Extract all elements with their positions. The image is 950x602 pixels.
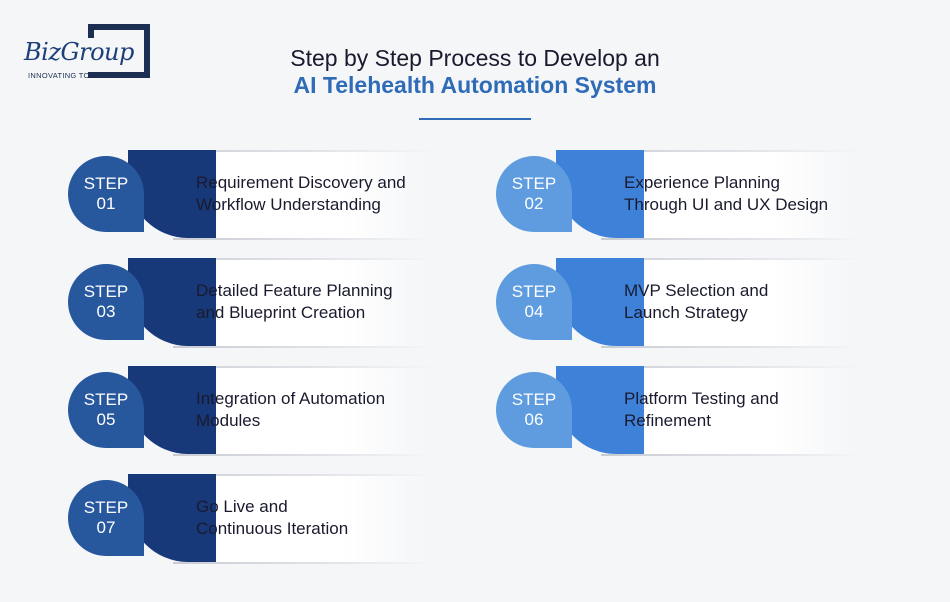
logo-tagline: INNOVATING TOGETHER [28,71,123,80]
step-card-02: STEP 02 Experience Planning Through UI a… [496,150,863,240]
step-badge-word: STEP [83,498,129,517]
step-badge-word: STEP [83,390,129,409]
step-badge-word: STEP [511,174,557,193]
step-label-line1: Requirement Discovery and [196,173,406,192]
step-label: Go Live and Continuous Iteration [196,496,446,540]
step-badge-number: 07 [96,518,116,537]
page-title-line1: Step by Step Process to Develop an [290,45,660,71]
step-label-line1: MVP Selection and [624,281,769,300]
step-badge: STEP 01 [68,156,144,232]
step-label-line1: Integration of Automation [196,389,386,408]
step-badge-word: STEP [511,390,557,409]
logo-name: BizGroup [24,38,136,66]
step-badge-word: STEP [83,174,129,193]
step-badge-number: 04 [524,302,544,321]
bizgroup-logo: BizGroup INNOVATING TOGETHER [22,24,157,84]
step-badge-word: STEP [83,282,129,301]
step-label-line2: Modules [196,411,261,430]
step-card-03: STEP 03 Detailed Feature Planning and Bl… [68,258,435,348]
step-card-04: STEP 04 MVP Selection and Launch Strateg… [496,258,863,348]
title-underline [419,118,531,120]
step-label-line1: Experience Planning [624,173,780,192]
step-badge: STEP 04 [496,264,572,340]
step-label: Integration of Automation Modules [196,388,446,432]
step-label-line1: Detailed Feature Planning [196,281,393,300]
step-badge-number: 02 [524,194,544,213]
step-label: MVP Selection and Launch Strategy [624,280,874,324]
step-label: Requirement Discovery and Workflow Under… [196,172,446,216]
step-label-line2: Workflow Understanding [196,195,381,214]
step-card-07: STEP 07 Go Live and Continuous Iteration [68,474,435,564]
step-badge: STEP 07 [68,480,144,556]
page-title-line2: AI Telehealth Automation System [293,72,657,98]
step-badge-word: STEP [511,282,557,301]
step-card-01: STEP 01 Requirement Discovery and Workfl… [68,150,435,240]
step-badge: STEP 05 [68,372,144,448]
logo-frame [88,24,150,78]
step-badge: STEP 03 [68,264,144,340]
step-label: Detailed Feature Planning and Blueprint … [196,280,446,324]
step-badge-number: 06 [524,410,544,429]
step-label: Platform Testing and Refinement [624,388,874,432]
step-badge-number: 03 [96,302,116,321]
step-label-line1: Platform Testing and [624,389,779,408]
step-badge-number: 05 [96,410,116,429]
step-badge: STEP 06 [496,372,572,448]
step-card-06: STEP 06 Platform Testing and Refinement [496,366,863,456]
step-label-line1: Go Live and [196,497,288,516]
step-label-line2: Refinement [624,411,711,430]
step-badge-number: 01 [96,194,116,213]
step-badge: STEP 02 [496,156,572,232]
step-card-05: STEP 05 Integration of Automation Module… [68,366,435,456]
step-label-line2: and Blueprint Creation [196,303,366,322]
step-label-line2: Through UI and UX Design [624,195,829,214]
step-label-line2: Launch Strategy [624,303,748,322]
step-label: Experience Planning Through UI and UX De… [624,172,874,216]
step-label-line2: Continuous Iteration [196,519,349,538]
